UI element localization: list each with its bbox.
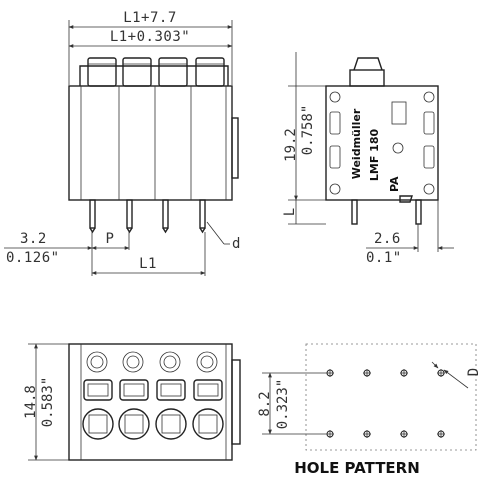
holes	[326, 369, 445, 438]
hole-pattern: 8.2 0.323" D HOLE PATTERN	[257, 343, 482, 477]
hole-diameter-label: D	[466, 368, 482, 376]
ul-mark-icon	[391, 101, 407, 125]
model-marking: LMF 180	[368, 129, 381, 182]
wire-entries	[82, 351, 224, 440]
pusher-caps	[87, 57, 225, 87]
side-pin-label: L	[282, 208, 298, 216]
hole-spacing-in: 0.323"	[275, 379, 291, 430]
side-height-mm: 19.2	[283, 128, 299, 162]
side-offset-mm: 2.6	[374, 231, 401, 247]
side-height-in: 0.758"	[300, 105, 316, 156]
pcb-outline	[305, 343, 477, 451]
pin-diameter-label: d	[232, 236, 241, 252]
top-height-mm: 14.8	[23, 385, 39, 419]
side-offset-in: 0.1"	[366, 250, 402, 266]
top-view: 14.8 0.583"	[23, 343, 241, 461]
hole-spacing-mm: 8.2	[257, 391, 273, 416]
solder-pins	[89, 199, 206, 234]
front-offset-in: 0.126"	[6, 250, 60, 266]
front-view: L1+7.7 L1+0.303"	[4, 10, 241, 276]
hole-pattern-title: HOLE PATTERN	[294, 459, 420, 477]
front-width-mm: L1+7.7	[123, 10, 177, 26]
top-height-in: 0.583"	[40, 377, 56, 428]
front-width-in: L1+0.303"	[110, 29, 190, 45]
pitch-label: P	[106, 231, 115, 247]
material-marking: PA	[388, 176, 401, 192]
side-view: 19.2 0.758" L Weidmüller LMF 180 PA 2.6 …	[282, 52, 454, 266]
front-offset-mm: 3.2	[20, 231, 47, 247]
certification-icon	[392, 142, 404, 154]
brand-marking: Weidmüller	[350, 108, 363, 179]
length-label: L1	[139, 256, 157, 272]
